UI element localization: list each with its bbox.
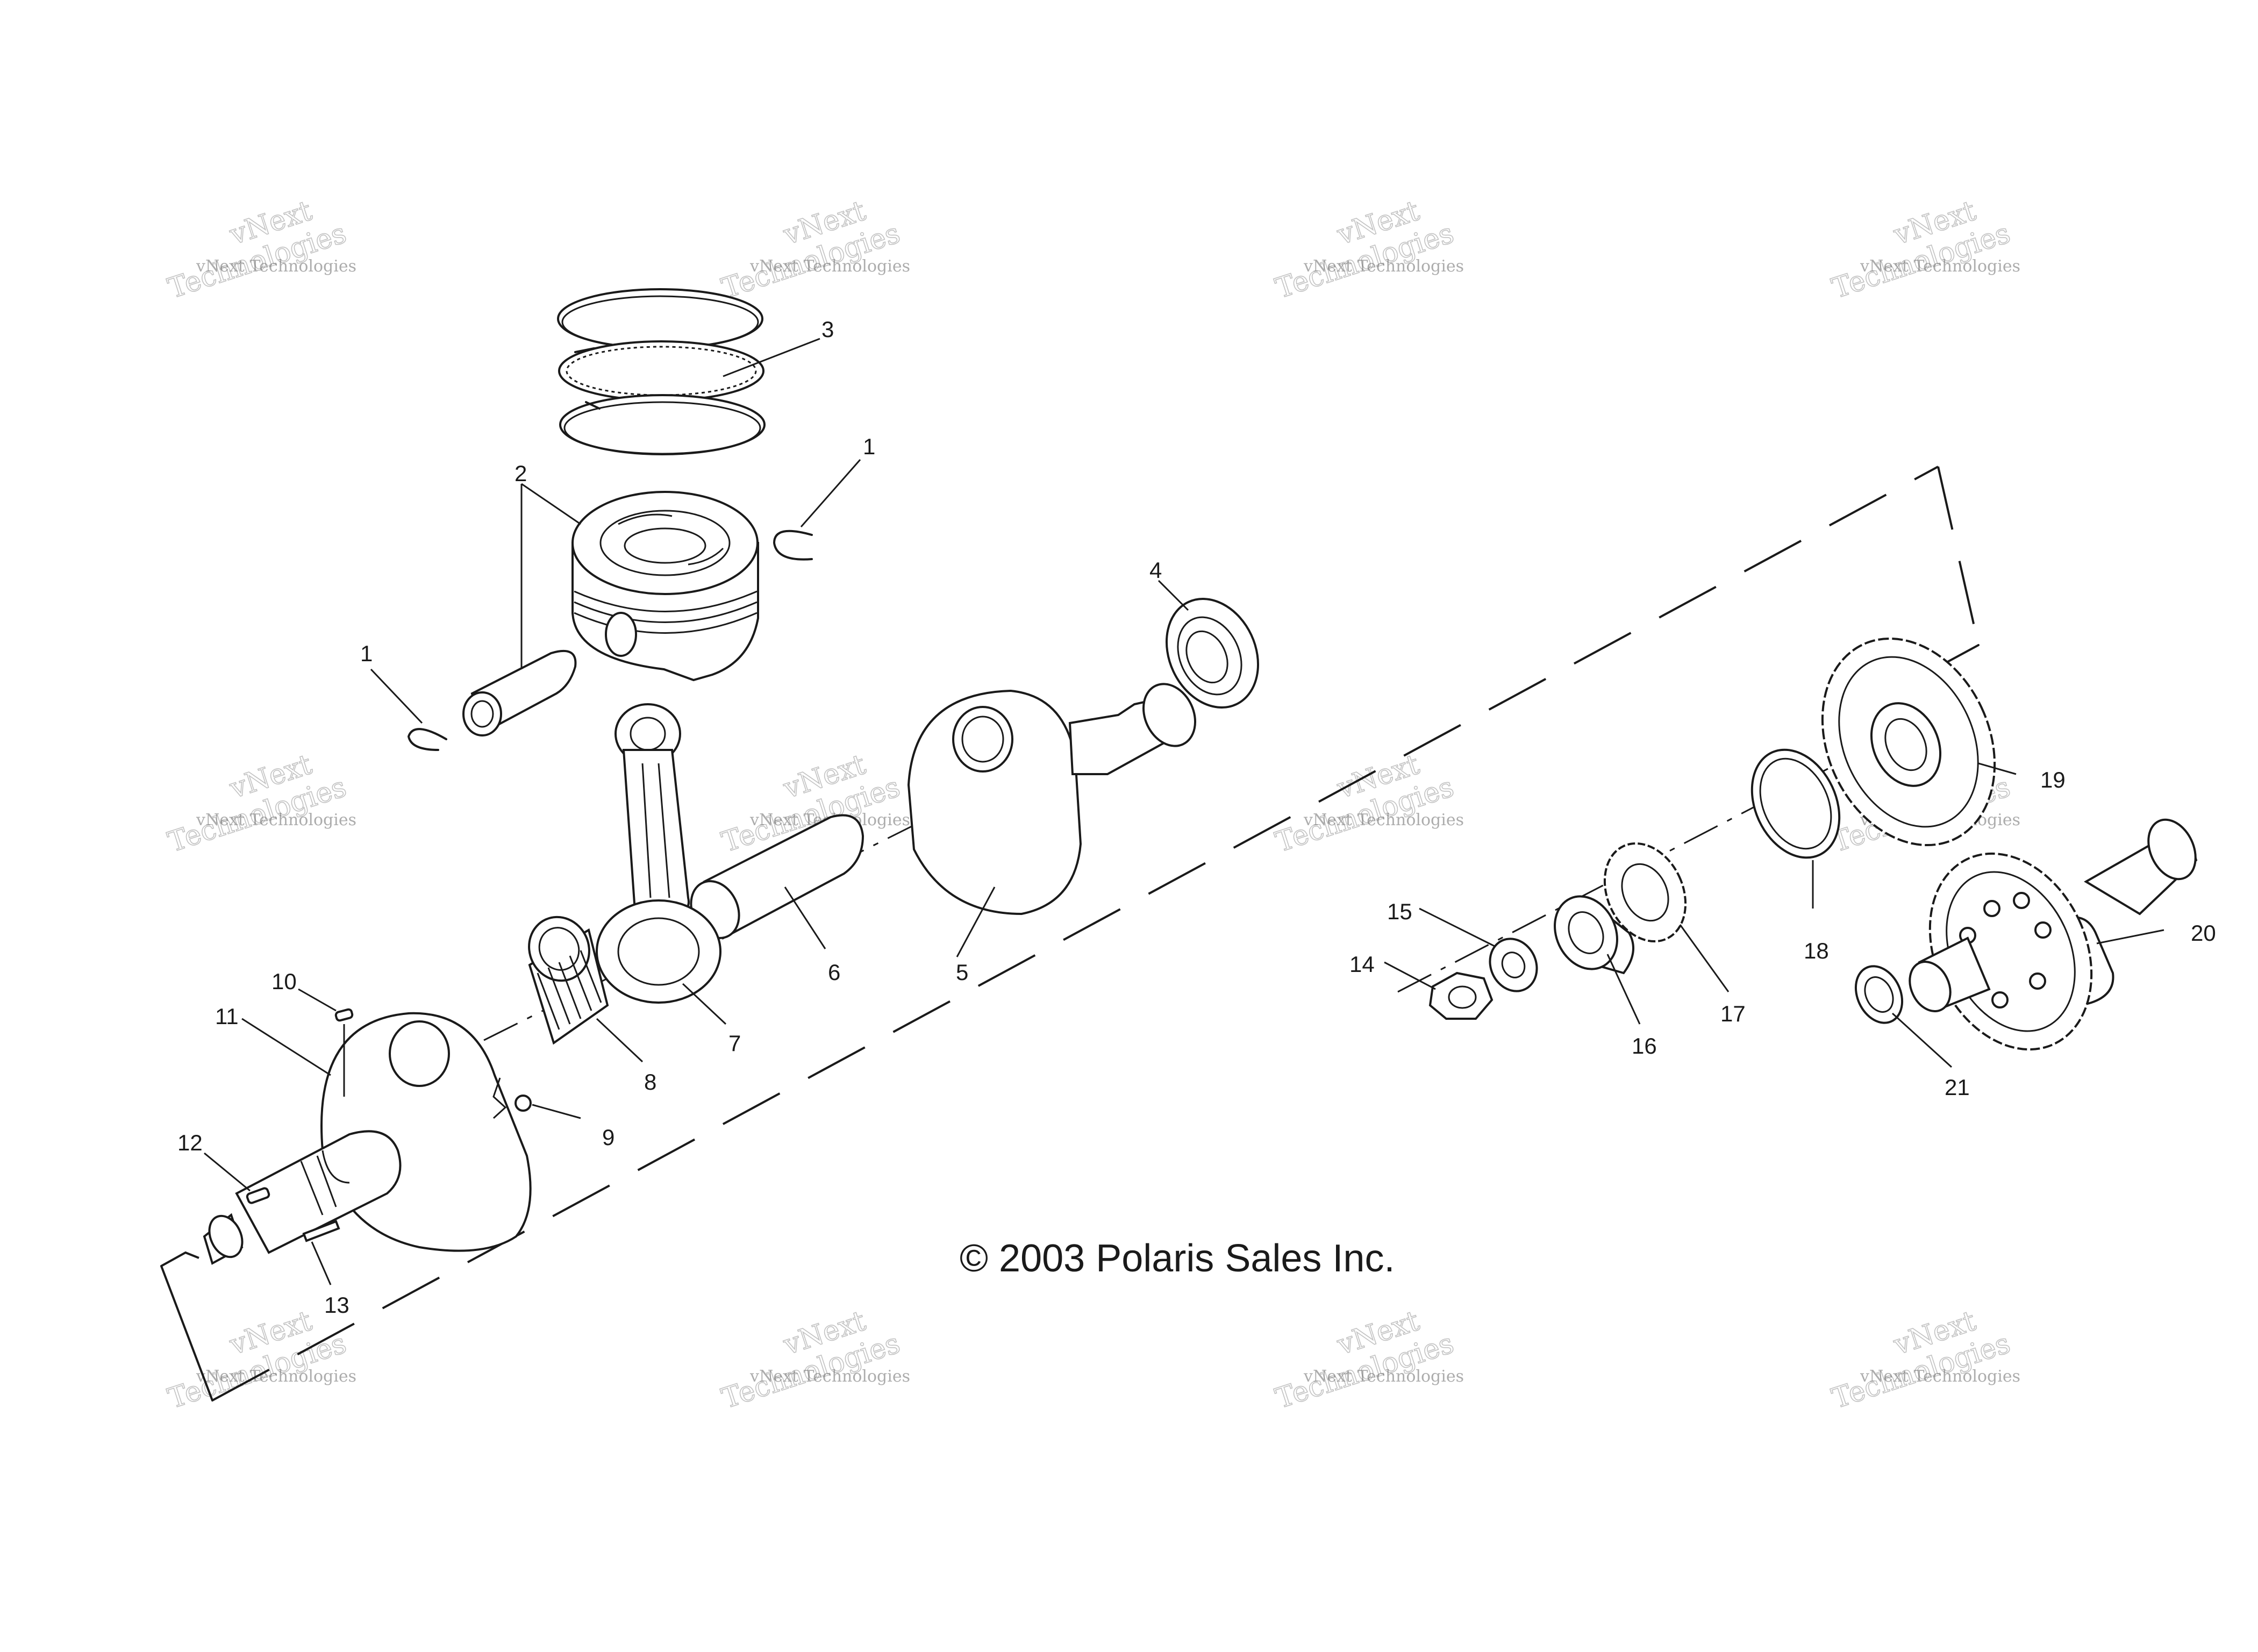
piston	[571, 491, 759, 682]
watermark-line: vNext Technologies	[1303, 1367, 1464, 1386]
small-ball	[492, 1077, 532, 1119]
callout-5: 5	[956, 960, 968, 985]
leader-lines	[204, 338, 2164, 1285]
woodruff-key-lower	[246, 1187, 270, 1204]
callout-16: 16	[1632, 1033, 1657, 1059]
nut	[1428, 971, 1494, 1020]
callout-18: 18	[1804, 938, 1829, 963]
watermark-line: vNext Technologies	[196, 811, 356, 829]
callout-20: 20	[2191, 920, 2216, 946]
watermark-line: vNext Technologies	[749, 257, 910, 276]
watermark-line: vNext Technologies	[196, 1367, 356, 1386]
callout-8: 8	[644, 1069, 656, 1095]
woodruff-key-upper	[334, 1008, 354, 1097]
callout-19: 19	[2040, 767, 2066, 792]
callout-13: 13	[324, 1292, 349, 1318]
watermark-line: vNext Technologies	[1860, 1367, 2020, 1386]
snap-ring	[1750, 748, 1841, 859]
washer	[1489, 938, 1538, 992]
callout-4: 4	[1149, 557, 1162, 583]
needle-bearing	[528, 916, 609, 1045]
callout-14: 14	[1349, 952, 1375, 977]
callout-9: 9	[602, 1125, 614, 1150]
callout-7: 7	[728, 1031, 741, 1056]
copyright-notice: © 2003 Polaris Sales Inc.	[960, 1237, 1395, 1280]
watermark-line: vNext Technologies	[749, 1367, 910, 1386]
callout-1-left: 1	[360, 641, 373, 666]
watermark-line: vNext Technologies	[196, 257, 356, 276]
piston-rings	[557, 288, 766, 455]
drive-gear	[1603, 842, 1687, 943]
crank-half-left	[203, 1012, 532, 1265]
callout-21: 21	[1945, 1075, 1970, 1100]
piston-pin	[462, 650, 577, 736]
circlip-left	[408, 728, 447, 751]
callout-3: 3	[821, 317, 834, 342]
callout-1-right: 1	[863, 434, 875, 459]
callout-6: 6	[828, 960, 840, 985]
thrust-washer	[1854, 965, 1904, 1024]
watermark-line: vNext Technologies	[1303, 257, 1464, 276]
callout-15: 15	[1387, 899, 1412, 924]
main-bearing	[1165, 598, 1260, 709]
callout-2: 2	[515, 461, 527, 486]
circlip-right	[773, 530, 813, 561]
callout-17: 17	[1720, 1001, 1746, 1026]
callout-12: 12	[177, 1130, 203, 1155]
callout-10: 10	[271, 969, 297, 994]
watermark-line: vNext Technologies	[1303, 811, 1464, 829]
callout-11: 11	[215, 1004, 239, 1029]
crank-half-right	[907, 683, 1197, 916]
dowel-pin	[302, 1220, 340, 1242]
balance-drive-gear	[1821, 637, 1996, 847]
watermark-line: vNext Technologies	[1860, 257, 2020, 276]
balance-shaft	[1909, 818, 2198, 1051]
connecting-rod	[596, 703, 721, 1004]
callout-labels: 1 1 2 3 4 5 6 7 8 9 10 11 12 13 14 15 16…	[177, 317, 2216, 1318]
